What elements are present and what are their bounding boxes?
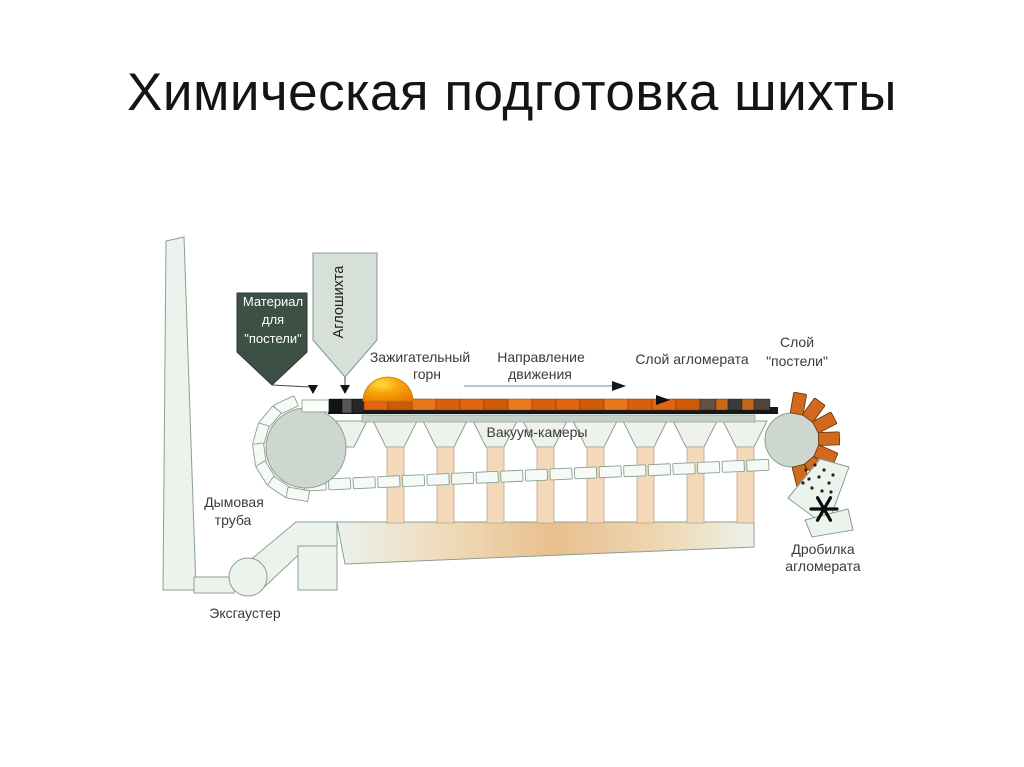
chimney <box>162 236 197 591</box>
duct-foot <box>297 545 338 591</box>
label-sinter-layer: Слой агломерата <box>635 351 749 367</box>
label-crusher-line2: агломерата <box>785 558 861 574</box>
crusher-chute <box>787 458 854 538</box>
label-chimney-line1: Дымовая <box>204 494 264 510</box>
label-hopper-dark-line2: для <box>262 312 284 327</box>
label-hopper-light: Аглошихта <box>331 265 347 339</box>
label-exhauster: Эксгаустер <box>209 605 281 621</box>
label-direction-line2: движения <box>508 366 572 382</box>
sinter-flow-arrowhead <box>656 395 670 405</box>
feed-arrowhead-right <box>340 385 350 394</box>
smoke-duct <box>193 576 235 594</box>
label-bed-layer-line2: "постели" <box>766 353 828 369</box>
hopper-bed-material: Материал для "постели" <box>236 292 318 394</box>
falling-sinter-dots <box>801 463 835 494</box>
label-hopper-dark-line1: Материал <box>243 294 303 309</box>
raw-charge-segments <box>328 398 365 414</box>
right-drum <box>764 391 841 489</box>
feed-arrowhead-left <box>308 385 318 394</box>
label-ignition-line1: Зажигательный <box>370 349 470 365</box>
slide-title: Химическая подготовка шихты <box>126 63 898 122</box>
direction-arrow <box>464 381 626 391</box>
crusher-star-icon <box>809 496 839 522</box>
label-bed-layer-line1: Слой <box>780 334 814 350</box>
ignition-furnace-dome <box>362 376 414 402</box>
hopper-sinter-charge: Аглошихта <box>312 252 378 394</box>
exhauster <box>228 557 268 597</box>
vacuum-collector <box>336 521 755 565</box>
label-crusher-line1: Дробилка <box>791 541 854 557</box>
label-hopper-dark-line3: "постели" <box>244 331 302 346</box>
label-ignition-line2: горн <box>413 366 441 382</box>
label-vacuum-chambers: Вакуум-камеры <box>486 424 587 440</box>
label-chimney-line2: труба <box>215 512 252 528</box>
burning-sinter-segments <box>363 398 701 411</box>
label-direction-line1: Направление <box>497 349 585 365</box>
finished-sinter-segments <box>699 398 771 411</box>
sinter-strand <box>301 395 778 423</box>
